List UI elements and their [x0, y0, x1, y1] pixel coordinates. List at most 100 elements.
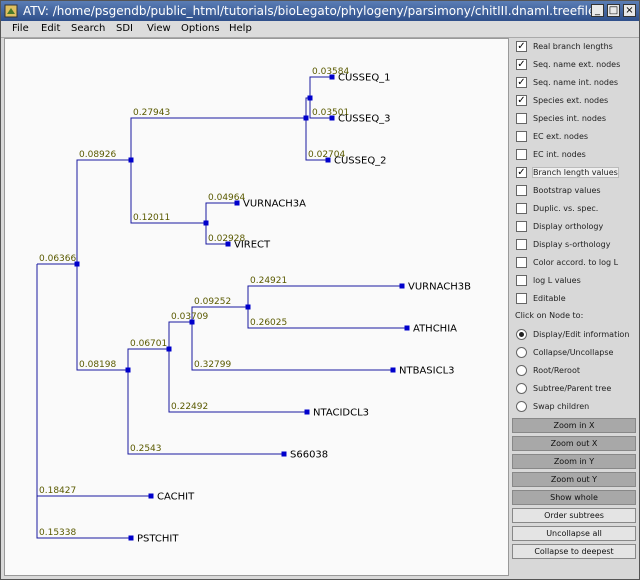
option-species-int[interactable]: Species int. nodes: [516, 111, 640, 127]
radio-swap-children[interactable]: Swap children: [516, 399, 640, 415]
leaf-name-label: CUSSEQ_1: [338, 73, 391, 84]
tree-branch: [127, 370, 284, 455]
option-seq-name-int[interactable]: ✓ Seq. name int. nodes: [516, 75, 640, 91]
option-duplic-vs-spec[interactable]: Duplic. vs. spec.: [516, 201, 640, 217]
minimize-button[interactable]: _: [591, 4, 604, 17]
tree-node: [307, 95, 313, 101]
radio-button[interactable]: [516, 401, 527, 412]
checkbox[interactable]: [516, 185, 527, 196]
menu-view[interactable]: View: [147, 23, 171, 34]
branch-length-label: 0.22492: [171, 402, 208, 412]
checkbox[interactable]: ✓: [516, 95, 527, 106]
tree-branch: [36, 264, 151, 497]
checkbox[interactable]: [516, 275, 527, 286]
zoom-out-x-button[interactable]: Zoom out X: [512, 436, 636, 451]
menu-options[interactable]: Options: [181, 23, 220, 34]
branch-length-label: 0.02928: [208, 234, 245, 244]
option-color-log-l[interactable]: Color accord. to log L: [516, 255, 640, 271]
control-panel: ✓Real branch lengths ✓Seq. name ext. nod…: [511, 38, 639, 578]
option-display-s-orthology[interactable]: Display s-orthology: [516, 237, 640, 253]
menu-search[interactable]: Search: [71, 23, 106, 34]
checkbox[interactable]: ✓: [516, 41, 527, 52]
radio-button[interactable]: [516, 329, 527, 340]
tree-node: [303, 115, 309, 121]
tree-node: [148, 493, 154, 499]
checkbox[interactable]: [516, 293, 527, 304]
checkbox[interactable]: ✓: [516, 59, 527, 70]
checkbox[interactable]: [516, 149, 527, 160]
branch-length-label: 0.09252: [194, 297, 231, 307]
checkbox[interactable]: [516, 221, 527, 232]
zoom-in-y-button[interactable]: Zoom in Y: [512, 454, 636, 469]
leaf-name-label: CUSSEQ_2: [334, 156, 387, 167]
option-species-ext[interactable]: ✓ Species ext. nodes: [516, 93, 640, 109]
leaf-name-label: CACHIT: [157, 492, 195, 503]
uncollapse-all-button[interactable]: Uncollapse all: [512, 526, 636, 541]
option-label: Display s-orthology: [533, 240, 611, 249]
menu-help[interactable]: Help: [229, 23, 252, 34]
close-button[interactable]: ×: [623, 4, 636, 17]
option-editable[interactable]: Editable: [516, 291, 640, 307]
branch-length-label: 0.32799: [194, 360, 231, 370]
tree-node: [325, 157, 331, 163]
zoom-in-x-button[interactable]: Zoom in X: [512, 418, 636, 433]
option-real-branch-lengths[interactable]: ✓Real branch lengths: [516, 39, 640, 55]
leaf-name-label: PSTCHIT: [137, 534, 179, 545]
checkbox[interactable]: [516, 113, 527, 124]
tree-branch: [168, 349, 307, 413]
checkbox[interactable]: ✓: [516, 77, 527, 88]
branch-length-label: 0.24921: [250, 276, 287, 286]
tree-node: [404, 325, 410, 331]
option-display-orthology[interactable]: Display orthology: [516, 219, 640, 235]
tree-node: [225, 241, 231, 247]
tree-branch: [191, 306, 248, 322]
menu-edit[interactable]: Edit: [41, 23, 61, 34]
tree-node: [74, 261, 80, 267]
collapse-to-deepest-button[interactable]: Collapse to deepest: [512, 544, 636, 559]
leaf-name-label: NTACIDCL3: [313, 408, 369, 419]
show-whole-button[interactable]: Show whole: [512, 490, 636, 505]
option-label: Species ext. nodes: [533, 96, 609, 105]
menu-sdi[interactable]: SDI: [116, 23, 133, 34]
radio-button[interactable]: [516, 365, 527, 376]
order-subtrees-button[interactable]: Order subtrees: [512, 508, 636, 523]
checkbox[interactable]: [516, 131, 527, 142]
tree-node: [125, 367, 131, 373]
radio-button[interactable]: [516, 383, 527, 394]
tree-labels: 0.063660.089260.279430.03584CUSSEQ_10.03…: [39, 67, 471, 545]
menu-file[interactable]: File: [12, 23, 29, 34]
radio-subtree-parent[interactable]: Subtree/Parent tree: [516, 381, 640, 397]
radio-button[interactable]: [516, 347, 527, 358]
leaf-name-label: NTBASICL3: [399, 366, 455, 377]
zoom-out-y-button[interactable]: Zoom out Y: [512, 472, 636, 487]
radio-label: Display/Edit information: [533, 330, 630, 339]
radio-label: Root/Reroot: [533, 366, 580, 375]
tree-branch: [191, 322, 393, 371]
option-log-l-values[interactable]: log L values: [516, 273, 640, 289]
maximize-button[interactable]: □: [607, 4, 620, 17]
click-on-node-title: Click on Node to:: [515, 311, 584, 320]
branch-length-label: 0.06366: [39, 254, 76, 264]
option-seq-name-ext[interactable]: ✓Seq. name ext. nodes: [516, 57, 640, 73]
checkbox[interactable]: [516, 203, 527, 214]
tree-branch: [130, 160, 206, 224]
radio-collapse[interactable]: Collapse/Uncollapse: [516, 345, 640, 361]
checkbox[interactable]: [516, 257, 527, 268]
option-ec-ext[interactable]: EC ext. nodes: [516, 129, 640, 145]
option-label: Seq. name int. nodes: [533, 78, 619, 87]
phylogenetic-tree: 0.063660.089260.279430.03584CUSSEQ_10.03…: [36, 67, 471, 545]
option-branch-length-values[interactable]: ✓Branch length values: [516, 165, 640, 181]
option-ec-int[interactable]: EC int. nodes: [516, 147, 640, 163]
radio-root-reroot[interactable]: Root/Reroot: [516, 363, 640, 379]
option-bootstrap-values[interactable]: Bootstrap values: [516, 183, 640, 199]
checkbox[interactable]: [516, 239, 527, 250]
tree-node: [128, 535, 134, 541]
branch-length-label: 0.03584: [312, 67, 349, 77]
branch-length-label: 0.08198: [79, 360, 116, 370]
checkbox[interactable]: ✓: [516, 167, 527, 178]
leaf-name-label: ATHCHIA: [413, 324, 457, 335]
title-bar[interactable]: ATV: /home/psgendb/public_html/tutorials…: [1, 1, 639, 21]
option-label: log L values: [533, 276, 581, 285]
radio-display-edit[interactable]: Display/Edit information: [516, 327, 640, 343]
